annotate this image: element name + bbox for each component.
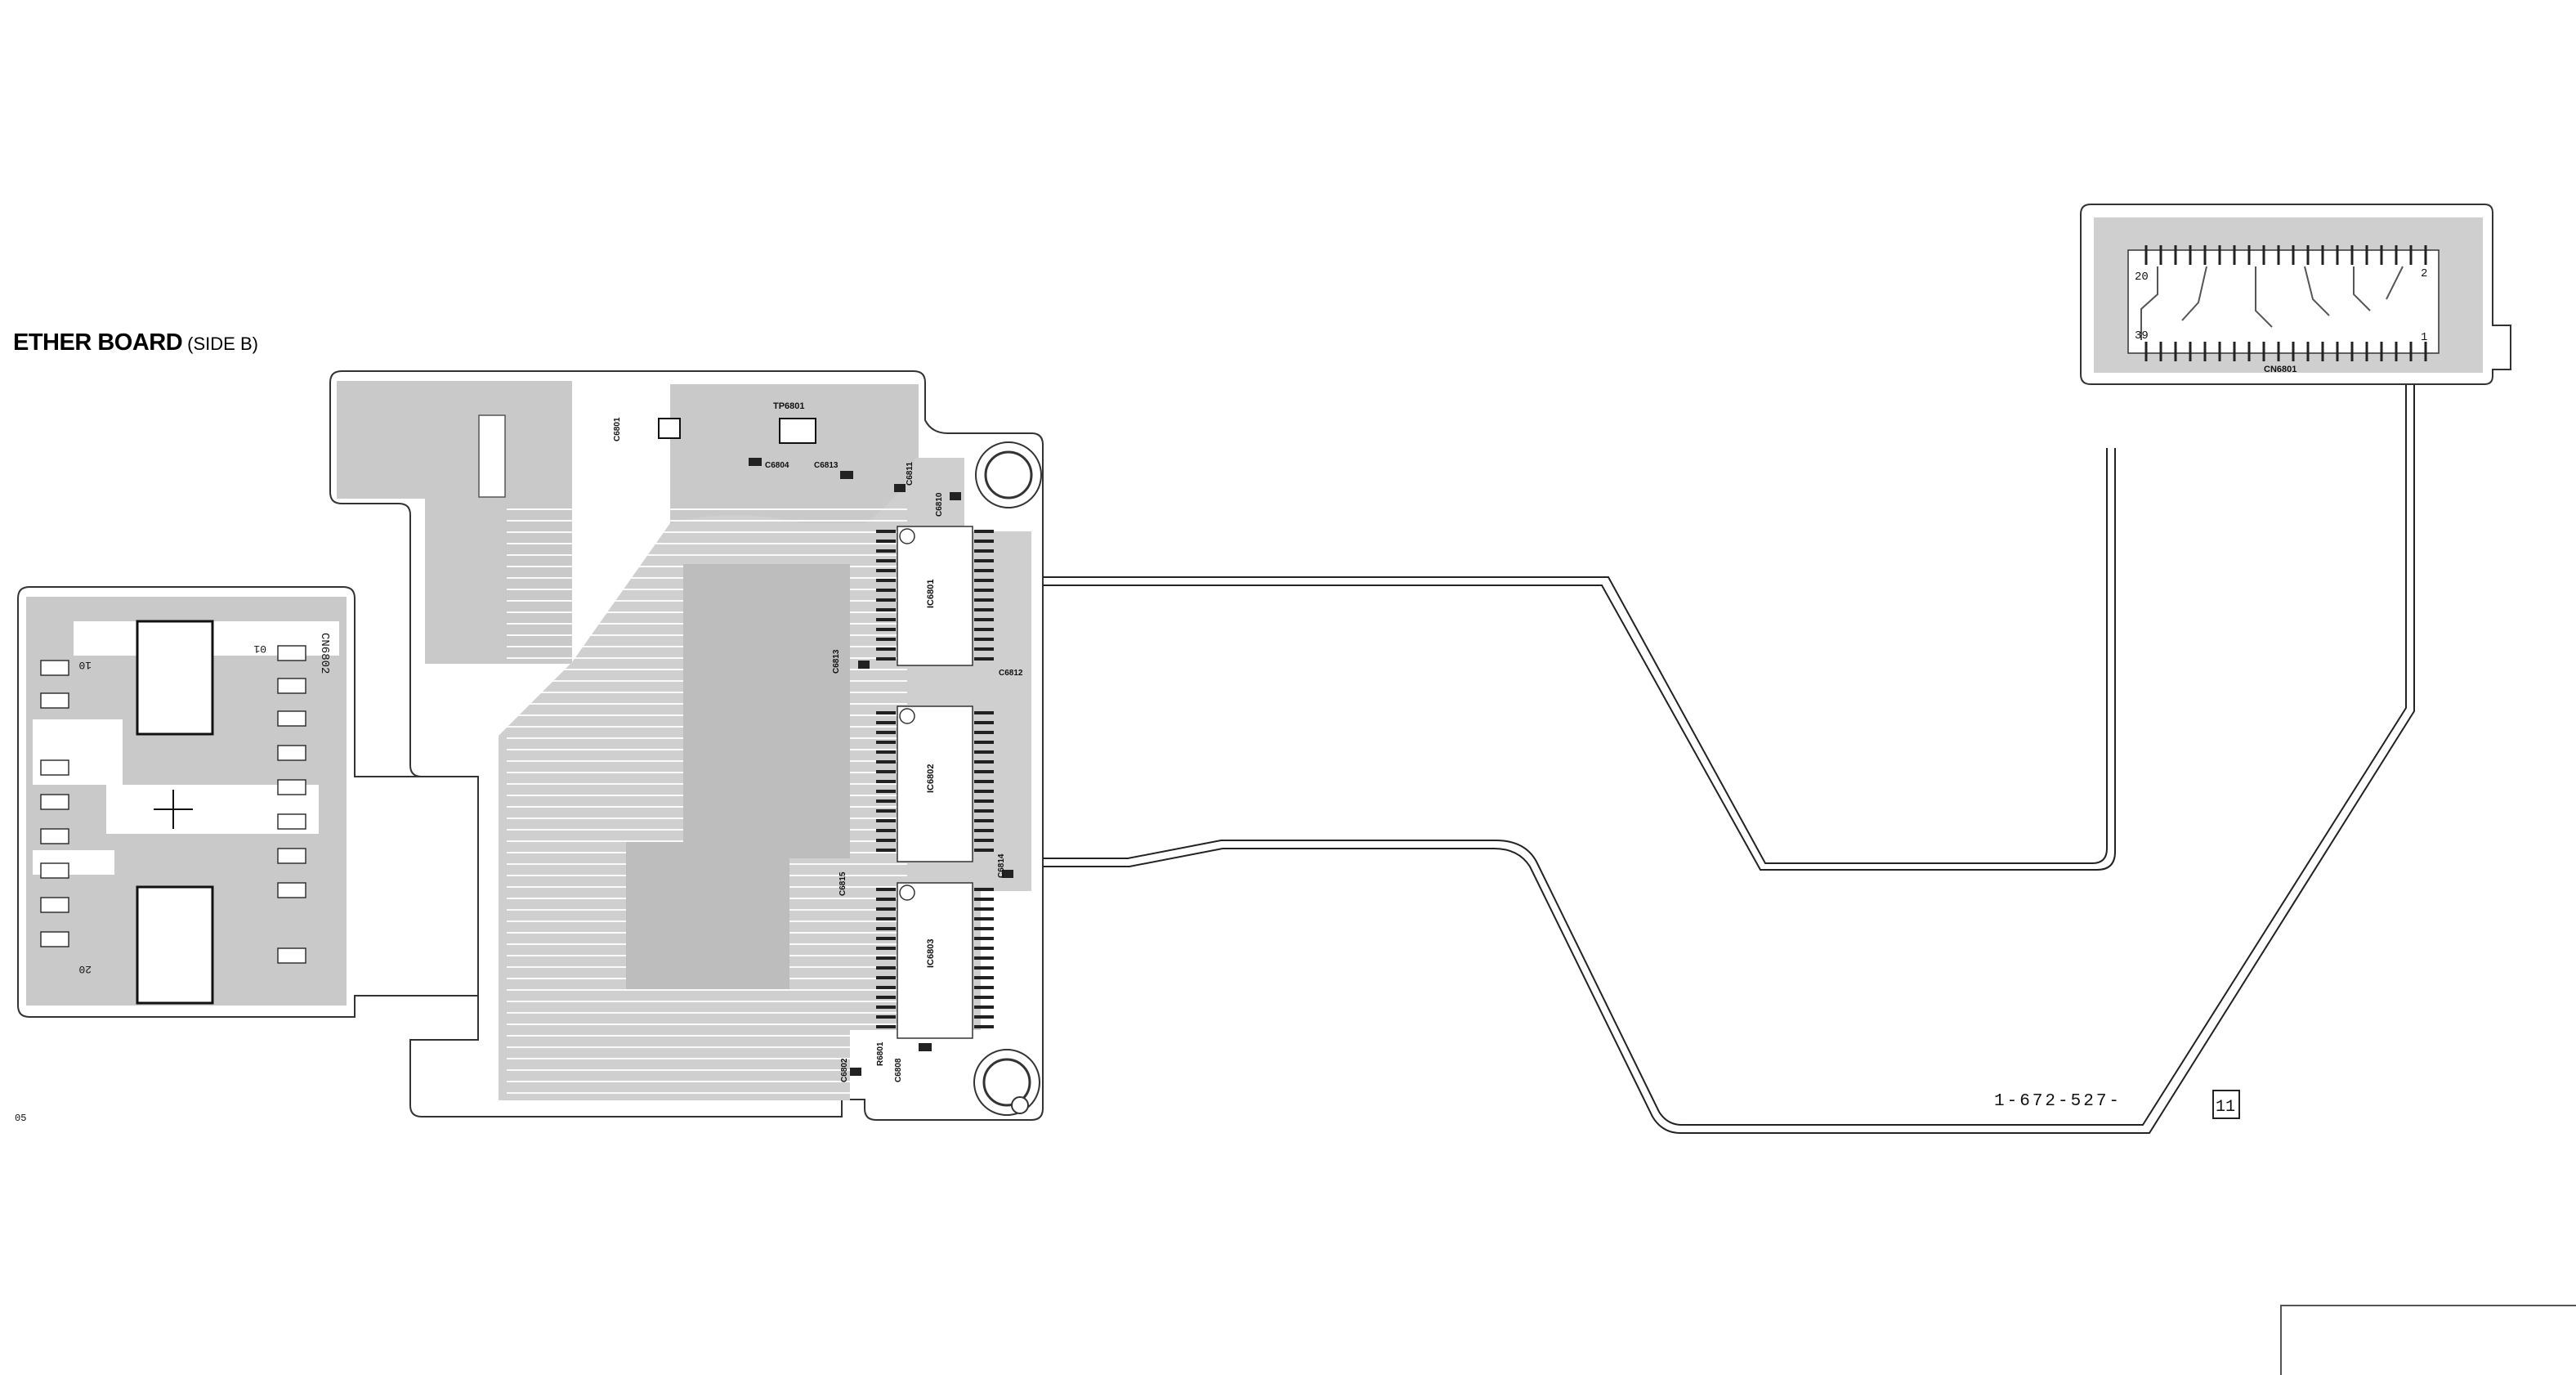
board-code: 1-672-527- bbox=[1994, 1092, 2122, 1111]
ic6803-chip bbox=[897, 882, 973, 1039]
page-number: 05 bbox=[15, 1113, 26, 1124]
cn6801-connector bbox=[2127, 249, 2440, 354]
left-connector-pin-top: 10 bbox=[78, 659, 92, 671]
left-sub-board: 10 20 01 CN6802 bbox=[17, 586, 479, 1018]
right-connector-pin-1: 1 bbox=[2421, 331, 2427, 344]
right-connector-board: 20 2 39 1 CN6801 bbox=[2080, 204, 2511, 385]
label-r6801: R6801 bbox=[876, 1041, 885, 1066]
mounting-hole-top bbox=[984, 450, 1033, 499]
label-ic6801: IC6801 bbox=[926, 580, 936, 608]
label-c6801: C6801 bbox=[613, 417, 622, 441]
label-c6813: C6813 bbox=[814, 461, 839, 470]
label-c6804: C6804 bbox=[765, 461, 789, 470]
left-chip-top bbox=[136, 620, 214, 736]
label-ic6802: IC6802 bbox=[926, 764, 936, 793]
label-tp6801: TP6801 bbox=[773, 401, 805, 411]
label-ic6803: IC6803 bbox=[926, 939, 936, 968]
title-block-corner bbox=[2280, 1305, 2576, 1375]
left-connector-pins bbox=[40, 645, 306, 964]
right-connector-pin-20: 20 bbox=[2135, 271, 2149, 284]
label-cn6801: CN6801 bbox=[2264, 365, 2296, 374]
label-c6802: C6802 bbox=[840, 1058, 849, 1082]
label-c6814: C6814 bbox=[997, 853, 1006, 878]
label-c6813b: C6813 bbox=[832, 649, 841, 674]
ic6802-chip bbox=[897, 705, 973, 862]
board-title: ETHER BOARD(SIDE B) bbox=[13, 329, 258, 356]
main-board: TP6801 C6801 C6804 C6813 C6811 C6810 C68… bbox=[329, 370, 1044, 1121]
left-connector-ref: CN6802 bbox=[318, 633, 331, 674]
left-connector-pin-bottom: 20 bbox=[78, 963, 92, 975]
label-c6812: C6812 bbox=[999, 669, 1023, 678]
label-c6815: C6815 bbox=[839, 871, 847, 896]
label-c6808: C6808 bbox=[894, 1058, 903, 1082]
ic6801-chip bbox=[897, 526, 973, 666]
left-connector-pin-side: 01 bbox=[253, 643, 266, 655]
label-c6810: C6810 bbox=[935, 492, 944, 517]
mounting-hole-bottom bbox=[982, 1058, 1031, 1107]
right-connector-pin-39: 39 bbox=[2135, 329, 2149, 343]
revision-box bbox=[2212, 1090, 2240, 1119]
revision-number: 11 bbox=[2216, 1098, 2235, 1117]
right-connector-pin-2: 2 bbox=[2421, 267, 2427, 280]
left-chip-bottom bbox=[136, 885, 214, 1005]
board-title-main: ETHER BOARD bbox=[13, 329, 183, 356]
flex-cable bbox=[1043, 376, 2415, 1134]
label-c6811: C6811 bbox=[906, 462, 915, 486]
board-title-side: (SIDE B) bbox=[187, 334, 258, 354]
